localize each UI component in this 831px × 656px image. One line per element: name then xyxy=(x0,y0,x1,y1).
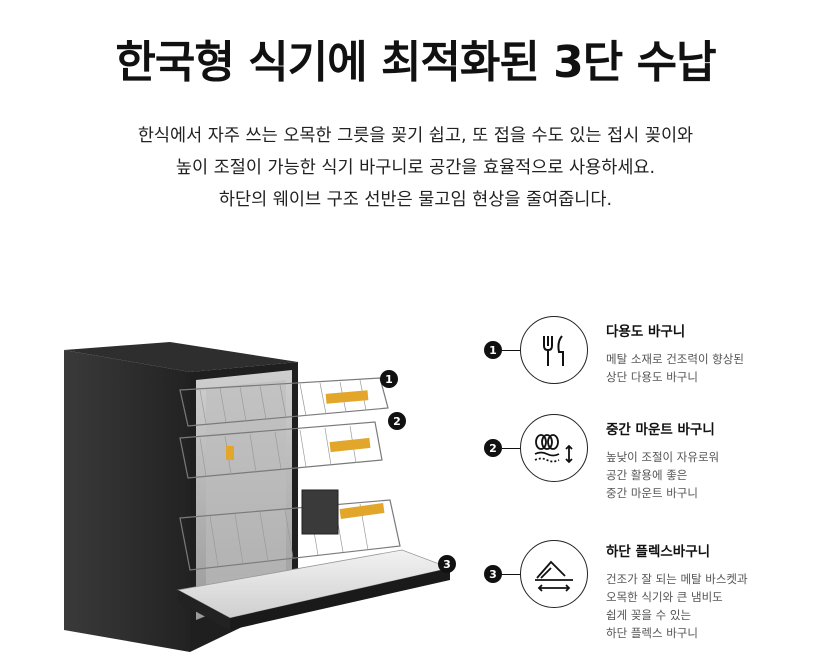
rack-marker: 1 xyxy=(380,370,398,388)
feature-desc-line: 공간 활용에 좋은 xyxy=(606,468,688,482)
rack-marker: 3 xyxy=(438,555,456,573)
feature-desc-line: 오목한 식기와 큰 냄비도 xyxy=(606,590,723,604)
feature-desc-line: 중간 마운트 바구니 xyxy=(606,486,698,500)
feature-desc-line: 쉽게 꽂을 수 있는 xyxy=(606,608,692,622)
description-line: 하단의 웨이브 구조 선반은 물고임 현상을 줄여줍니다. xyxy=(218,190,613,210)
feature-desc-line: 하단 플렉스 바구니 xyxy=(606,626,698,640)
feature-multi-basket: 1 다용도 바구니 메탈 소재로 건조력이 향상된 상단 다용도 바구니 xyxy=(484,316,814,426)
dishwasher-image xyxy=(64,342,452,652)
feature-desc-line: 상단 다용도 바구니 xyxy=(606,370,698,384)
page-title: 한국형 식기에 최적화된 3단 수납 xyxy=(115,37,716,88)
description-line: 높이 조절이 가능한 식기 바구니로 공간을 효율적으로 사용하세요. xyxy=(175,158,656,178)
feature-flex-basket: 3 하단 플렉스바구니 건조가 잘 되는 메탈 바스켓과 오목한 식기와 큰 냄… xyxy=(484,538,814,648)
feature-title: 다용도 바구니 xyxy=(606,324,686,340)
feature-number: 2 xyxy=(484,439,502,457)
flex-basket-icon xyxy=(520,540,588,608)
feature-number: 3 xyxy=(484,565,502,583)
feature-mount-basket: 2 중간 마운트 바구니 높낮이 조절이 자유로워 공간 활용에 좋은 중간 마… xyxy=(484,414,814,524)
description-line: 한식에서 자주 쓰는 오목한 그릇을 꽂기 쉽고, 또 접을 수도 있는 접시 … xyxy=(137,126,694,146)
plates-height-icon xyxy=(520,414,588,482)
fork-knife-icon xyxy=(520,316,588,384)
feature-desc-line: 메탈 소재로 건조력이 향상된 xyxy=(606,352,744,366)
feature-number: 1 xyxy=(484,341,502,359)
description: 한식에서 자주 쓰는 오목한 그릇을 꽂기 쉽고, 또 접을 수도 있는 접시 … xyxy=(0,120,831,216)
feature-title: 하단 플렉스바구니 xyxy=(606,544,711,560)
feature-desc-line: 높낮이 조절이 자유로워 xyxy=(606,450,720,464)
feature-desc-line: 건조가 잘 되는 메탈 바스켓과 xyxy=(606,572,748,586)
feature-title: 중간 마운트 바구니 xyxy=(606,422,715,438)
rack-marker: 2 xyxy=(388,412,406,430)
